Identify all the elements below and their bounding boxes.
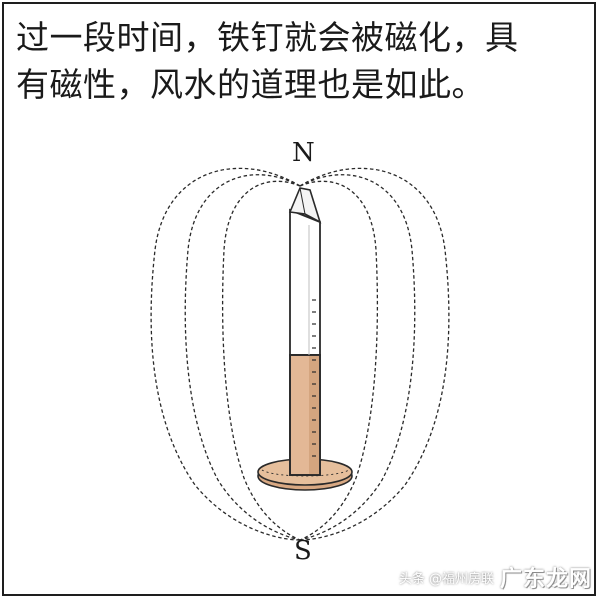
field-line-2-left (184, 174, 301, 541)
field-line-outer-left (150, 167, 301, 541)
field-line-2-right (299, 174, 416, 541)
watermark-source: 头条 @福州房联 (398, 571, 494, 587)
nail-tip (288, 187, 322, 224)
watermark-logo: 广东龙网 (499, 567, 592, 592)
south-pole-label: S (294, 536, 312, 566)
caption-line-1: 过一段时间，铁钉就会被磁化，具 (16, 18, 519, 57)
field-line-outer-right (299, 167, 450, 541)
caption-line-2: 有磁性，风水的道理也是如此。 (16, 65, 485, 104)
field-lines (150, 167, 450, 541)
field-line-3-right (299, 180, 379, 541)
north-pole-label: N (292, 138, 315, 168)
nail-shank (289, 208, 321, 476)
watermark: 头条 @福州房联 广东龙网 (399, 560, 592, 594)
field-line-3-left (221, 180, 301, 541)
caption-text: 过一段时间，铁钉就会被磁化，具 有磁性，风水的道理也是如此。 (16, 14, 588, 108)
nail-tick-marks (312, 299, 316, 457)
